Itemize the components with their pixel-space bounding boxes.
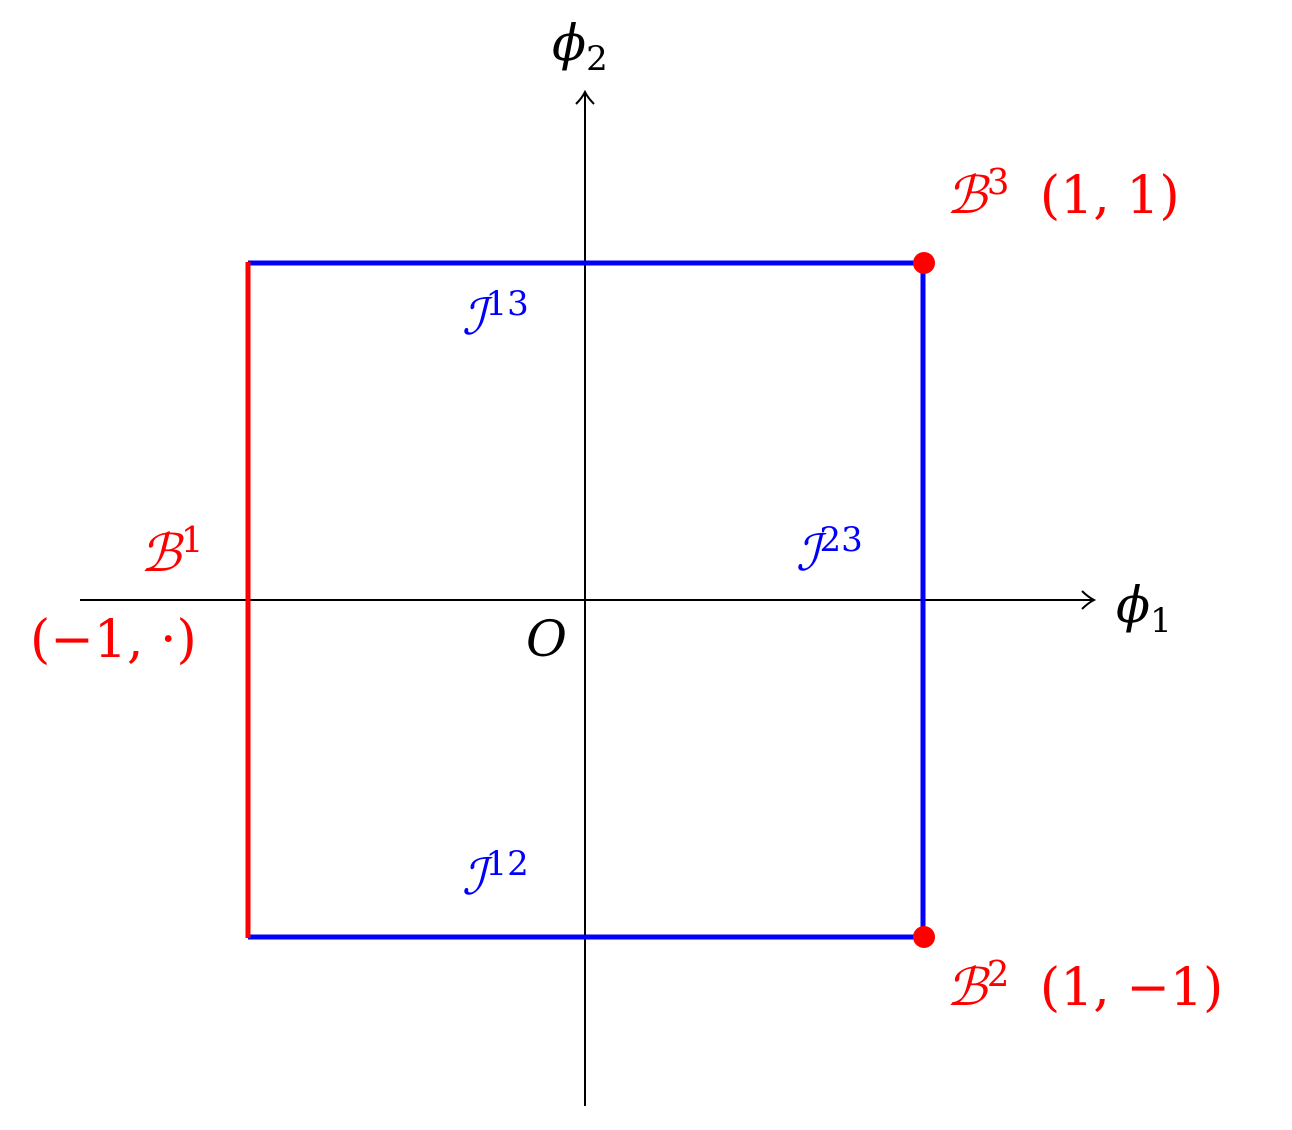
interface-I12-label: ℐ12 [462, 844, 529, 906]
interface-I13-label: ℐ13 [462, 284, 529, 346]
phi2-axis-label: ϕ2 [552, 14, 608, 80]
origin-label: O [526, 610, 567, 668]
boundary-B2-label: ℬ2 (1, −1) [946, 953, 1224, 1018]
boundary-B3-point [913, 252, 935, 274]
boundary-B2-point [913, 926, 935, 948]
boundary-B1-coords-label: (−1, ·) [30, 610, 197, 670]
boundary-B1-symbol-label: ℬ1 [140, 519, 204, 584]
boundary-B3-label: ℬ3 (1, 1) [946, 161, 1180, 226]
phi2-arrowhead-icon [575, 89, 595, 105]
interface-I23-label: ℐ23 [796, 520, 863, 582]
phi1-axis-label: ϕ1 [1116, 576, 1172, 642]
phi1-arrowhead-icon [1081, 590, 1097, 610]
